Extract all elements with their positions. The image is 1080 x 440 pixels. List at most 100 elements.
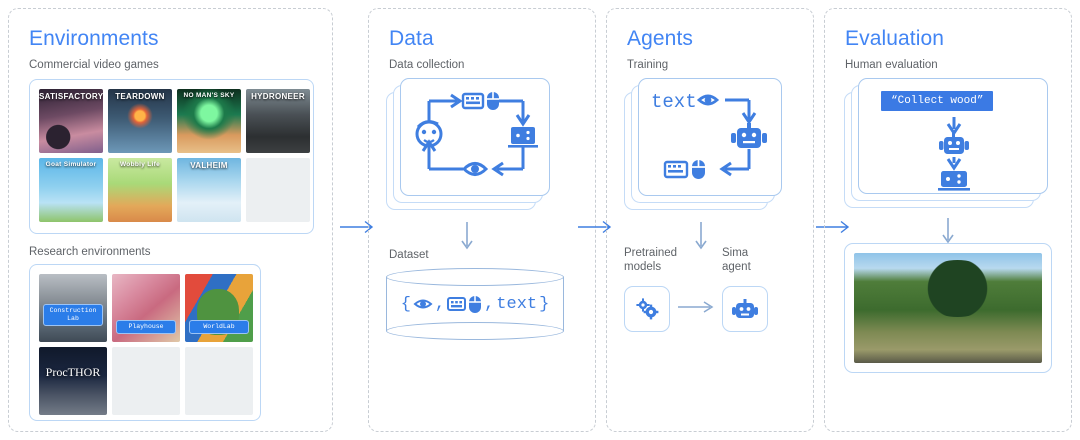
panel-subtitle-commercial: Commercial video games	[29, 59, 159, 71]
game-art	[39, 158, 103, 222]
mouse-icon	[469, 295, 482, 313]
eye-icon	[413, 299, 433, 309]
game-art	[108, 89, 172, 153]
text-label: text	[651, 91, 697, 113]
research-environments-box: Construction Lab Playhouse WorldLab Proc…	[29, 264, 261, 421]
arrow-evaluation-to-frame	[941, 218, 955, 251]
arrow-training-to-models	[694, 222, 708, 257]
connector-arrow-agents-to-evaluation	[816, 220, 852, 234]
gameplay-screenshot[interactable]	[854, 253, 1042, 363]
task-prompt-badge: “Collect wood”	[881, 91, 994, 111]
cylinder-bottom	[386, 322, 564, 340]
game-title-label: Wobbly Life	[119, 161, 160, 168]
game-thumbnail-placeholder	[246, 158, 310, 222]
comma-1: ,	[434, 294, 446, 314]
pretrained-models-box[interactable]	[624, 286, 670, 332]
game-thumbnail[interactable]: Goat Simulator	[39, 158, 103, 222]
game-thumbnail[interactable]: VALHEIM	[177, 158, 241, 222]
research-env-thumbnail[interactable]: ProcTHOR	[39, 347, 107, 415]
keyboard-icon	[663, 160, 689, 179]
research-env-label: WorldLab	[189, 319, 249, 334]
panel-evaluation: Evaluation Human evaluation	[824, 8, 1072, 432]
commercial-games-box: SATISFACTORY TEARDOWN NO MAN'S SKY HYDRO…	[29, 79, 314, 234]
panel-subtitle-agents: Training	[627, 59, 669, 71]
mouse-icon	[487, 92, 499, 110]
data-collection-card[interactable]	[400, 78, 550, 196]
sima-agent-box[interactable]	[722, 286, 768, 332]
keyboard-icon	[447, 297, 467, 311]
commercial-games-grid: SATISFACTORY TEARDOWN NO MAN'S SKY HYDRO…	[39, 89, 310, 222]
game-art	[177, 89, 241, 153]
data-collection-card-stack	[386, 78, 552, 210]
panel-title-evaluation: Evaluation	[845, 27, 945, 50]
panel-agents: Agents Training	[606, 8, 814, 432]
game-screen-icon	[508, 127, 538, 148]
game-thumbnail[interactable]: TEARDOWN	[108, 89, 172, 153]
eye-icon	[461, 162, 489, 176]
research-env-label: ProcTHOR	[45, 365, 101, 379]
sima-agent-label: Sima agent	[722, 247, 751, 274]
game-art	[108, 158, 172, 222]
research-env-label: Playhouse	[116, 319, 176, 334]
panel-subtitle-research: Research environments	[29, 246, 151, 258]
research-env-thumbnail[interactable]: Playhouse	[112, 274, 180, 342]
robot-icon	[939, 133, 969, 154]
panel-subtitle-evaluation: Human evaluation	[845, 59, 938, 71]
brace-close: }	[539, 294, 550, 314]
person-icon	[415, 120, 443, 148]
game-thumbnail[interactable]: HYDRONEER	[246, 89, 310, 153]
connector-arrow-environments-to-data	[340, 220, 376, 234]
training-loop-diagram: text	[651, 91, 767, 179]
game-art	[177, 158, 241, 222]
game-thumbnail[interactable]: Wobbly Life	[108, 158, 172, 222]
arrow-data-to-dataset	[460, 222, 474, 257]
panel-title-data: Data	[389, 27, 434, 50]
gears-icon	[636, 298, 659, 320]
brace-open: {	[400, 294, 411, 314]
keyboard-icon	[461, 92, 485, 110]
game-screen-icon	[938, 171, 970, 191]
game-thumbnail[interactable]: NO MAN'S SKY	[177, 89, 241, 153]
research-env-art	[39, 347, 107, 415]
dataset-text-token: text	[496, 294, 538, 314]
research-env-placeholder	[112, 347, 180, 415]
evaluation-card[interactable]: “Collect wood”	[858, 78, 1048, 194]
dataset-contents: { , , text }	[386, 268, 564, 340]
research-env-thumbnail[interactable]: WorldLab	[185, 274, 253, 342]
evaluation-card-stack: “Collect wood”	[844, 78, 1050, 208]
research-environments-grid: Construction Lab Playhouse WorldLab Proc…	[39, 274, 253, 415]
training-card[interactable]: text	[638, 78, 782, 196]
evaluation-frame-box	[844, 243, 1052, 373]
panel-title-agents: Agents	[627, 27, 693, 50]
panel-title-environments: Environments	[29, 27, 159, 50]
mouse-icon	[692, 160, 705, 179]
robot-icon	[732, 299, 758, 318]
game-title-label: VALHEIM	[190, 161, 228, 170]
pretrained-models-label: Pretrained models	[624, 247, 678, 274]
research-env-label: Construction Lab	[43, 303, 103, 326]
eye-icon	[696, 94, 720, 106]
robot-icon	[731, 123, 767, 148]
game-title-label: NO MAN'S SKY	[183, 92, 235, 99]
connector-arrow-data-to-agents	[578, 220, 614, 234]
game-art	[39, 89, 103, 153]
dataset-cylinder: { , , text }	[386, 268, 564, 340]
research-env-placeholder	[185, 347, 253, 415]
comma-2: ,	[484, 294, 495, 314]
panel-data: Data Data collection Dataset	[368, 8, 596, 432]
gameplay-art	[854, 253, 1042, 363]
training-card-stack: text	[624, 78, 784, 210]
game-thumbnail[interactable]: SATISFACTORY	[39, 89, 103, 153]
data-collection-loop-diagram	[415, 92, 538, 177]
panel-environments: Environments Commercial video games SATI…	[8, 8, 333, 432]
game-art	[246, 89, 310, 153]
game-title-label: TEARDOWN	[115, 92, 165, 101]
dataset-label: Dataset	[389, 249, 429, 261]
game-title-label: HYDRONEER	[251, 92, 305, 101]
evaluation-flow-diagram	[938, 117, 970, 191]
panel-subtitle-data: Data collection	[389, 59, 465, 71]
research-env-thumbnail[interactable]: Construction Lab	[39, 274, 107, 342]
arrow-models-to-agent	[678, 300, 716, 319]
cylinder-top	[386, 268, 564, 286]
